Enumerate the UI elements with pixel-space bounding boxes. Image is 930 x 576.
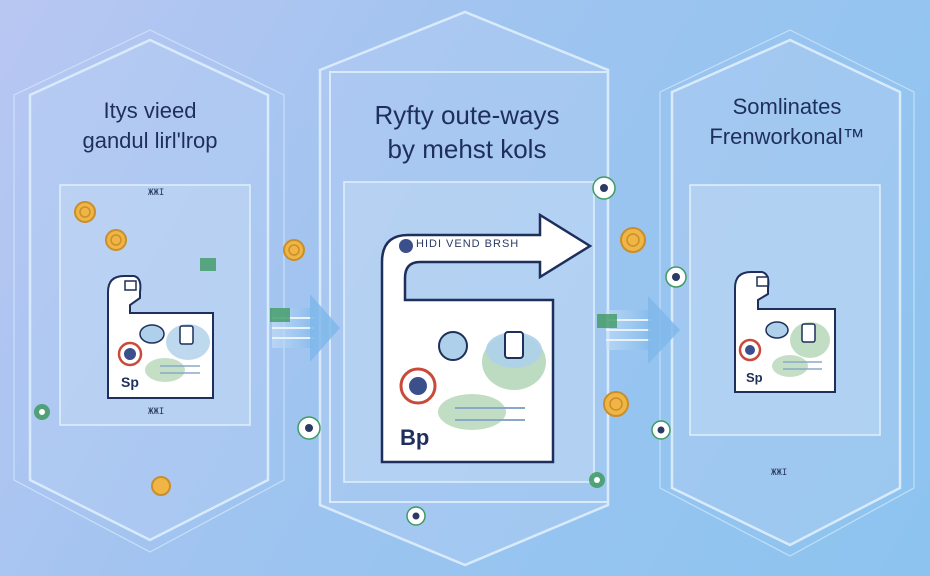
center-banner: HIDI VEND BRSH [416, 238, 520, 250]
center-panel-frame [318, 10, 610, 567]
card-icon [504, 331, 524, 359]
right-title-line2: Frenworkonal™ [709, 124, 865, 149]
leaf-icon [145, 358, 185, 382]
currency-badge-icon [270, 308, 290, 322]
gear-icon [665, 266, 687, 288]
coin-icon [105, 229, 127, 251]
coin-icon [151, 476, 171, 496]
tag-icon [756, 276, 769, 287]
right-card-label: Sp [746, 370, 763, 385]
right-panel-title: Somlinates Frenworkonal™ [682, 92, 892, 152]
mask-icon [438, 331, 468, 361]
leaf-icon [772, 355, 808, 377]
gear-icon [297, 416, 321, 440]
left-title-line1: Itys vieed [103, 98, 197, 123]
gear-icon [589, 472, 605, 488]
left-card-label: Sp [121, 374, 139, 390]
coin-icon [620, 227, 646, 253]
currency-badge-icon [597, 314, 617, 328]
center-card [380, 212, 593, 464]
center-panel-title: Ryfty oute-ways by mehst kols [342, 98, 592, 166]
right-bottom-code: ЖЖI [771, 468, 788, 478]
arrow-right-icon [606, 296, 680, 364]
left-title-line2: gandul lirl'lrop [82, 128, 218, 153]
gear-icon [406, 506, 426, 526]
gear-icon [399, 239, 413, 253]
center-card-label: Bp [400, 425, 430, 450]
mask-icon [765, 321, 789, 339]
currency-badge-icon [200, 258, 216, 271]
tag-icon [124, 280, 137, 291]
left-bottom-code: ЖЖI [148, 407, 165, 417]
right-title-line1: Somlinates [732, 94, 842, 119]
center-title-line1: Ryfty oute-ways [374, 100, 560, 130]
left-panel-title: Itys vieed gandul lirl'lrop [60, 96, 240, 156]
mask-icon [139, 324, 165, 344]
center-title-line2: by mehst kols [387, 134, 547, 164]
coin-icon [283, 239, 305, 261]
gear-icon [34, 404, 50, 420]
left-card [107, 275, 214, 399]
left-top-code: ЖЖI [148, 188, 165, 198]
coin-icon [603, 391, 629, 417]
gear-icon [592, 176, 616, 200]
card-icon [801, 323, 816, 343]
right-card [734, 271, 836, 393]
card-icon [179, 325, 194, 345]
gear-icon [651, 420, 671, 440]
leaf-icon [438, 394, 506, 430]
coin-icon [74, 201, 96, 223]
